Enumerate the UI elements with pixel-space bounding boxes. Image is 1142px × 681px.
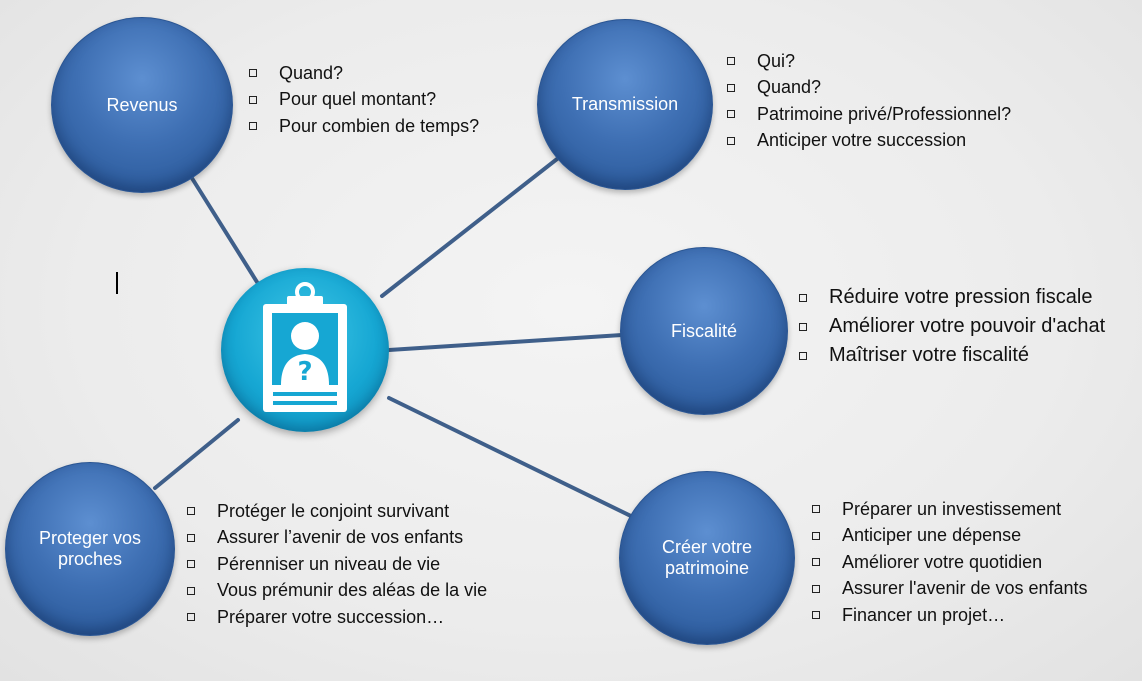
list-item: Pérenniser un niveau de vie [187,551,487,578]
checkbox-bullet-icon [187,586,195,595]
connector-transmission [380,150,568,298]
checkbox-bullet-icon [727,83,735,92]
list-item: Vous prémunir des aléas de la vie [187,578,487,605]
checkbox-bullet-icon [727,136,735,145]
checkbox-bullet-icon [727,110,735,119]
center-node: ? [221,268,389,432]
node-transmission-label: Transmission [571,94,679,114]
text-cursor [116,272,118,294]
list-item: Patrimoine privé/Professionnel? [727,101,1011,128]
list-fiscalite: Réduire votre pression fiscale Améliorer… [799,283,1105,370]
checkbox-bullet-icon [812,584,820,593]
list-transmission: Qui? Quand? Patrimoine privé/Professionn… [727,48,1011,154]
checkbox-bullet-icon [187,533,195,542]
list-creer: Préparer un investissement Anticiper une… [812,496,1088,629]
list-item: Assurer l’avenir de vos enfants [187,525,487,552]
node-transmission: Transmission [537,19,713,190]
checkbox-bullet-icon [799,322,807,331]
node-revenus-label: Revenus [106,94,178,115]
checkbox-bullet-icon [812,558,820,567]
node-fiscalite-label: Fiscalité [670,320,737,341]
list-item: Quand? [727,75,1011,102]
list-item: Préparer votre succession… [187,604,487,631]
checkbox-bullet-icon [249,122,257,131]
node-proteger-label: Proteger vos proches [38,528,142,569]
node-proteger-vos-proches: Proteger vos proches [5,462,175,636]
checkbox-bullet-icon [812,505,820,514]
list-item: Protéger le conjoint survivant [187,498,487,525]
list-item: Assurer l'avenir de vos enfants [812,576,1088,603]
connector-creer [387,396,639,521]
list-revenus: Quand? Pour quel montant? Pour combien d… [249,60,479,140]
checkbox-bullet-icon [812,611,820,620]
list-item: Améliorer votre quotidien [812,549,1088,576]
checkbox-bullet-icon [799,351,807,360]
node-fiscalite: Fiscalité [620,247,788,415]
list-item: Qui? [727,48,1011,75]
clipboard-person-question-icon: ? [263,282,347,412]
checkbox-bullet-icon [187,613,195,622]
list-item: Maîtriser votre fiscalité [799,341,1105,370]
node-revenus: Revenus [51,17,233,193]
connector-revenus [188,173,264,292]
list-item: Préparer un investissement [812,496,1088,523]
list-item: Anticiper votre succession [727,128,1011,155]
connector-proteger [153,418,240,490]
node-creer-label: Créer votre patrimoine [661,537,753,578]
list-item: Réduire votre pression fiscale [799,283,1105,312]
list-item: Anticiper une dépense [812,523,1088,550]
checkbox-bullet-icon [812,531,820,540]
checkbox-bullet-icon [727,57,735,66]
node-creer-votre-patrimoine: Créer votre patrimoine [619,471,795,645]
checkbox-bullet-icon [249,95,257,104]
checkbox-bullet-icon [187,507,195,516]
list-item: Pour quel montant? [249,87,479,114]
list-item: Pour combien de temps? [249,113,479,140]
list-proteger: Protéger le conjoint survivant Assurer l… [187,498,487,631]
list-item: Améliorer votre pouvoir d'achat [799,312,1105,341]
svg-text:?: ? [297,357,312,387]
checkbox-bullet-icon [249,69,257,78]
connector-fiscalite [387,333,624,352]
list-item: Quand? [249,60,479,87]
checkbox-bullet-icon [799,293,807,302]
checkbox-bullet-icon [187,560,195,569]
list-item: Financer un projet… [812,602,1088,629]
